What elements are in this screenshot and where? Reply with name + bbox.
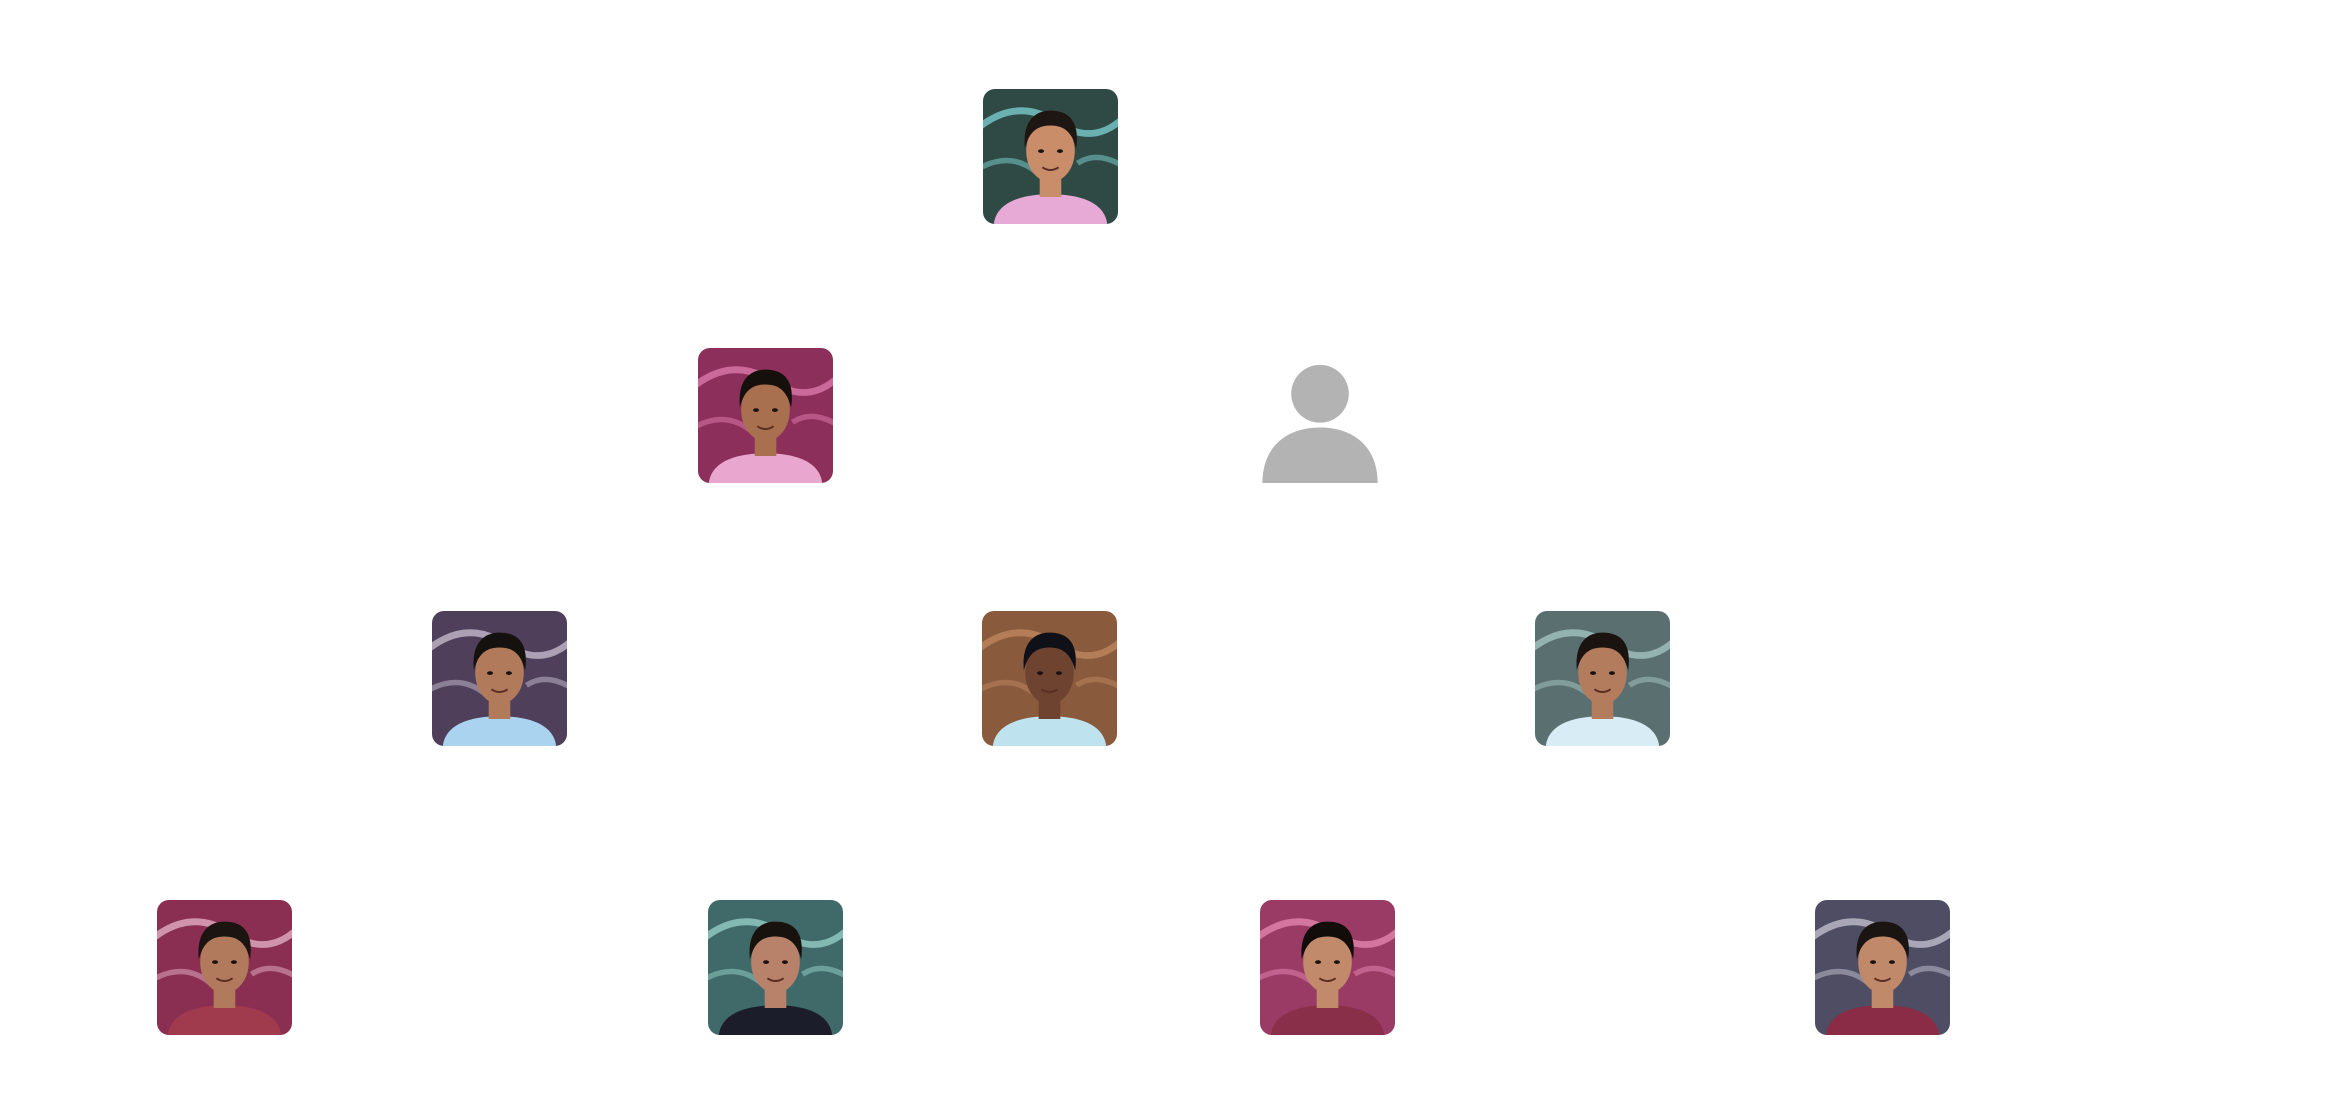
- profile-photo: [708, 900, 843, 1035]
- profile-photo: [432, 611, 567, 746]
- default-user-icon: [1262, 364, 1378, 483]
- profile-photo: [1535, 611, 1670, 746]
- member-avatar-placeholder[interactable]: [1260, 348, 1380, 483]
- member-avatar-level2-right[interactable]: [1535, 611, 1670, 746]
- profile-photo: [983, 89, 1118, 224]
- member-avatar-level3-3[interactable]: [1260, 900, 1395, 1035]
- profile-photo: [698, 348, 833, 483]
- member-avatar-level1-left[interactable]: [698, 348, 833, 483]
- member-avatar-level2-left[interactable]: [432, 611, 567, 746]
- profile-photo: [1260, 900, 1395, 1035]
- member-avatar-level3-1[interactable]: [157, 900, 292, 1035]
- member-avatar-level2-center[interactable]: [982, 611, 1117, 746]
- profile-photo: [982, 611, 1117, 746]
- profile-photo: [1815, 900, 1950, 1035]
- member-avatar-root[interactable]: [983, 89, 1118, 224]
- member-avatar-level3-2[interactable]: [708, 900, 843, 1035]
- member-avatar-level3-4[interactable]: [1815, 900, 1950, 1035]
- profile-photo: [157, 900, 292, 1035]
